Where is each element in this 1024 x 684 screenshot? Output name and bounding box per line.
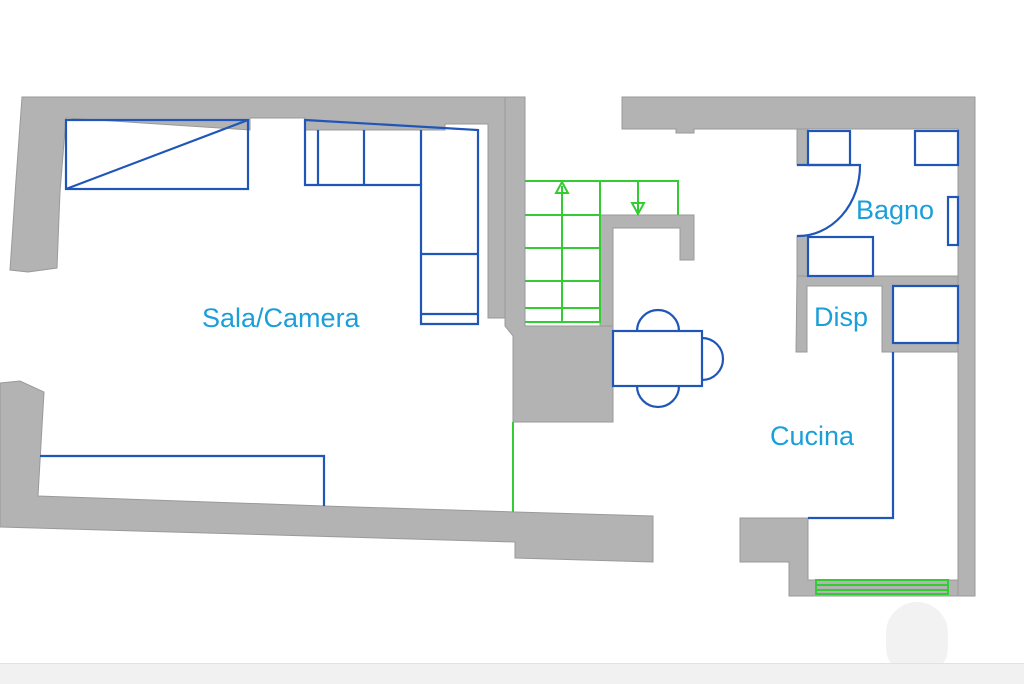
- room-label-kitchen: Cucina: [770, 421, 855, 451]
- bath-toilet: [946, 195, 960, 247]
- room-label-living: Sala/Camera: [202, 303, 361, 333]
- bath-shower: [913, 129, 960, 167]
- wall-top-left: [9, 96, 506, 319]
- bath-sink: [806, 129, 852, 167]
- arrow-up-icon: [554, 179, 570, 194]
- corner-sofa: [303, 118, 480, 326]
- arrow-down-icon: [630, 202, 646, 217]
- wall-kitchen-lower: [739, 517, 959, 597]
- window-frame: [815, 579, 949, 595]
- chair-top: [635, 308, 681, 332]
- room-label-pantry: Disp: [814, 302, 868, 332]
- wall-bath-partition: [796, 128, 809, 277]
- room-labels: Sala/Camera Bagno Disp Cucina: [202, 195, 934, 451]
- stairs: [512, 179, 679, 512]
- stair-outline: [525, 180, 679, 323]
- kitchen-counter: [808, 284, 960, 520]
- wall-left-lower: [0, 380, 654, 563]
- wardrobe-diagonal: [65, 118, 249, 191]
- bottom-bar: [0, 663, 1024, 684]
- wall-stair-landing: [599, 214, 695, 327]
- wardrobe: [64, 118, 250, 191]
- low-cabinet: [40, 454, 326, 506]
- furniture: [40, 118, 960, 520]
- french-window: [815, 579, 949, 595]
- bath-washer: [806, 235, 875, 278]
- chair-bottom: [635, 385, 681, 409]
- wall-center-pillar: [504, 96, 614, 423]
- walls: [0, 96, 976, 597]
- room-label-bath: Bagno: [856, 195, 934, 225]
- dining-table: [611, 329, 704, 388]
- bath-door-swing: [796, 163, 862, 238]
- chair-right: [701, 336, 725, 382]
